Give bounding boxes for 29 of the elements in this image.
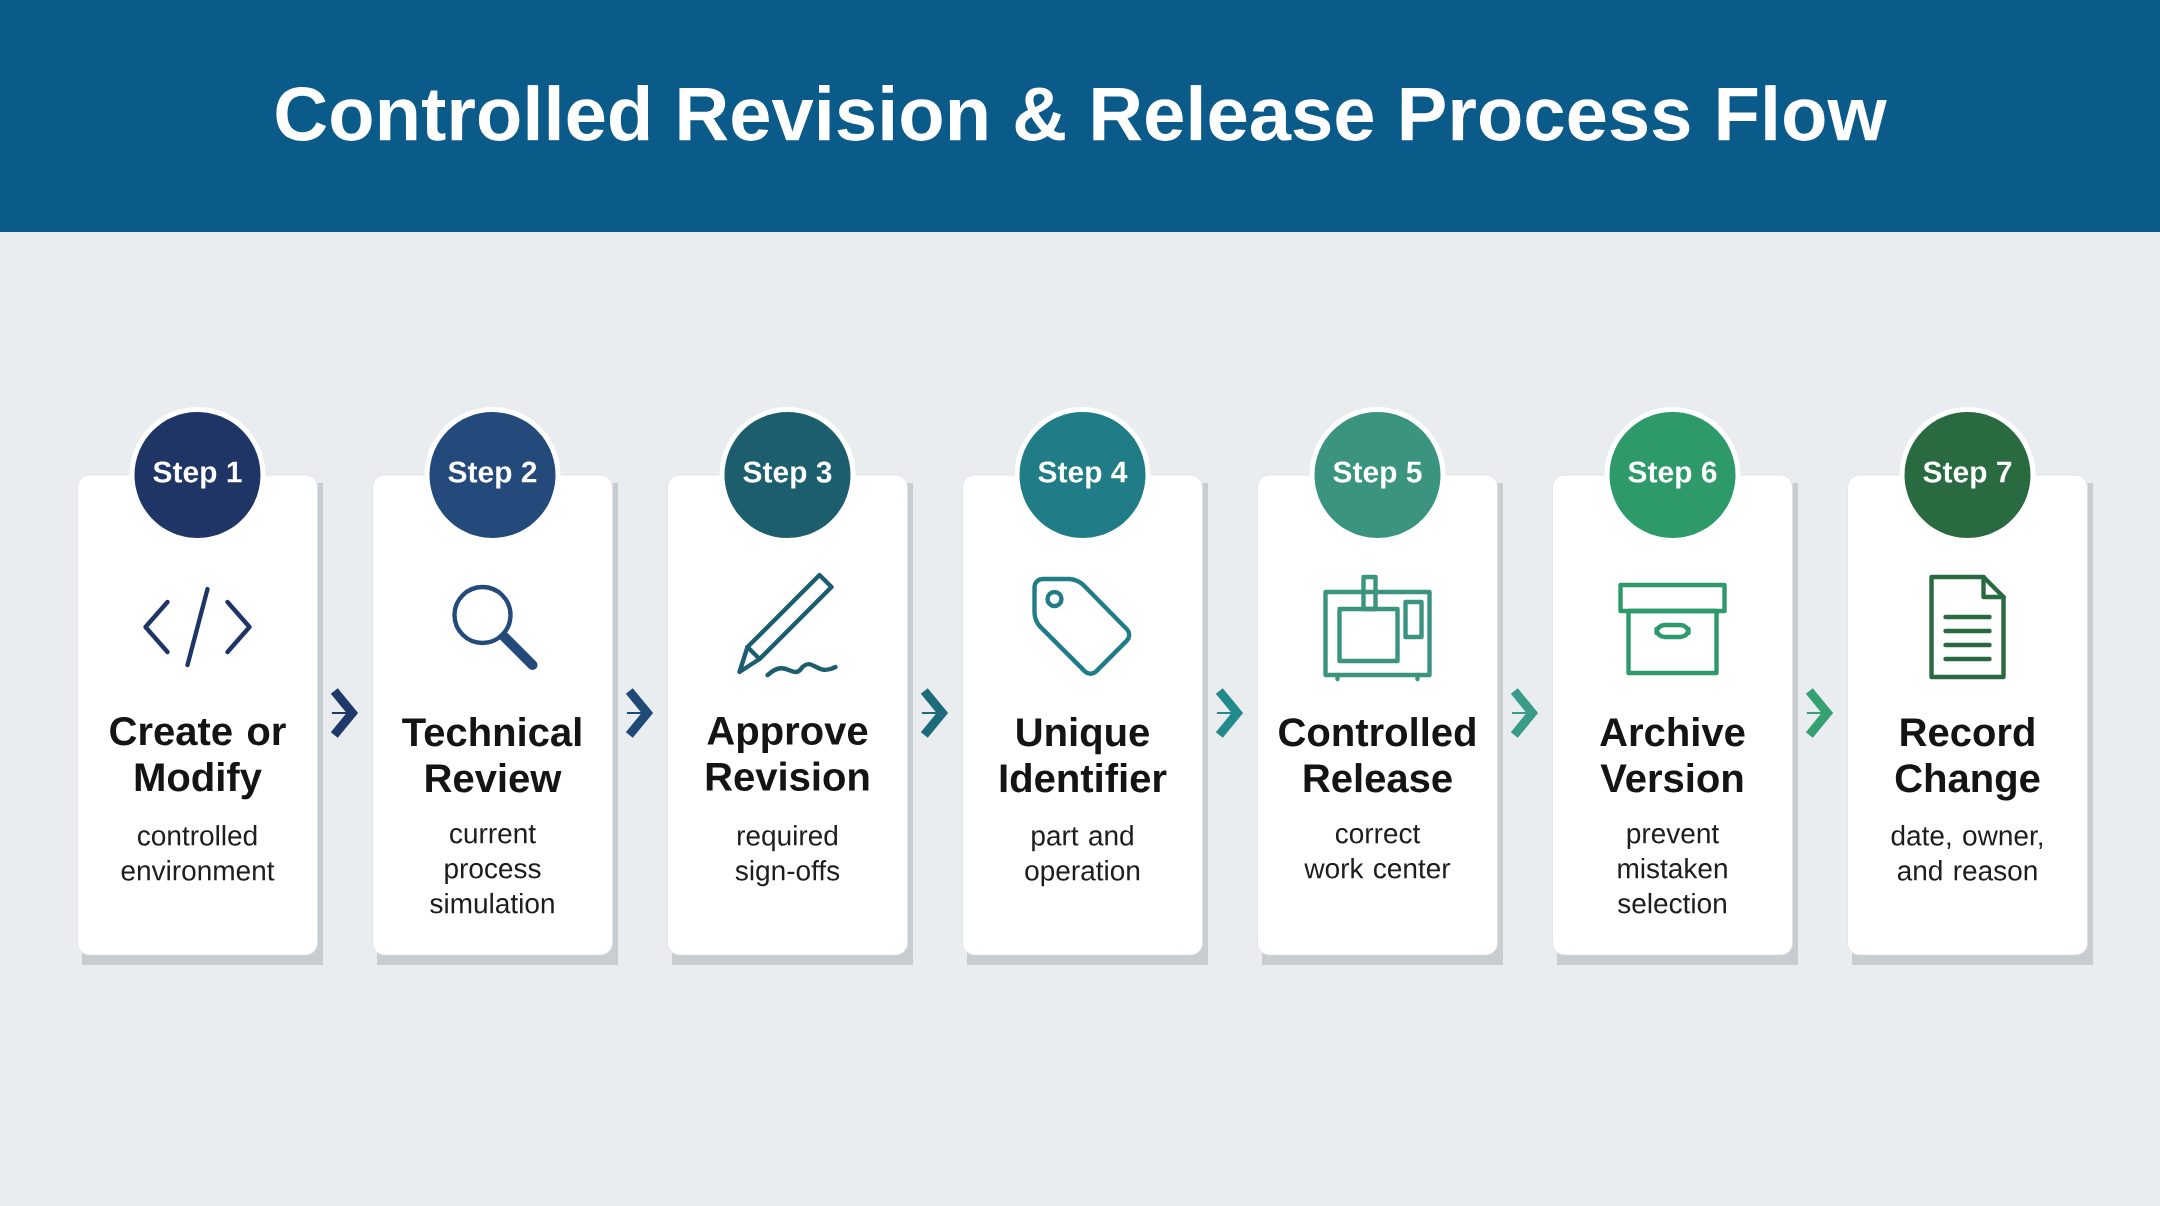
step-card — [1847, 407, 2093, 965]
step-badge: Step 1 — [129, 407, 266, 543]
step-description: prevent mistaken selection — [1618, 825, 1727, 914]
step-heading: Create or Modify — [110, 717, 286, 800]
step-description: current process simulation — [430, 825, 554, 914]
step-card — [667, 407, 913, 965]
step-heading: Controlled Release — [1279, 717, 1475, 793]
step-heading: Archive Version — [1600, 717, 1745, 793]
step-description: part and operation — [1025, 825, 1140, 887]
step-heading: Record Change — [1895, 717, 2040, 801]
title-banner: Controlled Revision & Release Process Flow — [0, 0, 2160, 232]
step-heading: Approve Revision — [706, 717, 869, 791]
step-badge: Step 4 — [1014, 407, 1151, 543]
step-badge: Step 5 — [1309, 407, 1446, 543]
step-badge: Step 3 — [719, 407, 856, 543]
step-heading: Unique Identifier — [1000, 717, 1167, 793]
step-description: date, owner, and reason — [1891, 825, 2043, 881]
step-description: controlled environment — [121, 825, 275, 881]
step-description: correct work center — [1304, 825, 1451, 879]
step-heading: Technical Review — [402, 717, 581, 793]
step-card — [1257, 407, 1503, 965]
step-badge: Step 6 — [1604, 407, 1741, 543]
step-description: required sign-offs — [735, 825, 840, 887]
step-card — [372, 407, 618, 965]
step-card — [77, 407, 323, 965]
step-badge: Step 7 — [1899, 407, 2036, 543]
step-card — [962, 407, 1208, 965]
step-card — [1552, 407, 1798, 965]
step-badge: Step 2 — [424, 407, 561, 543]
